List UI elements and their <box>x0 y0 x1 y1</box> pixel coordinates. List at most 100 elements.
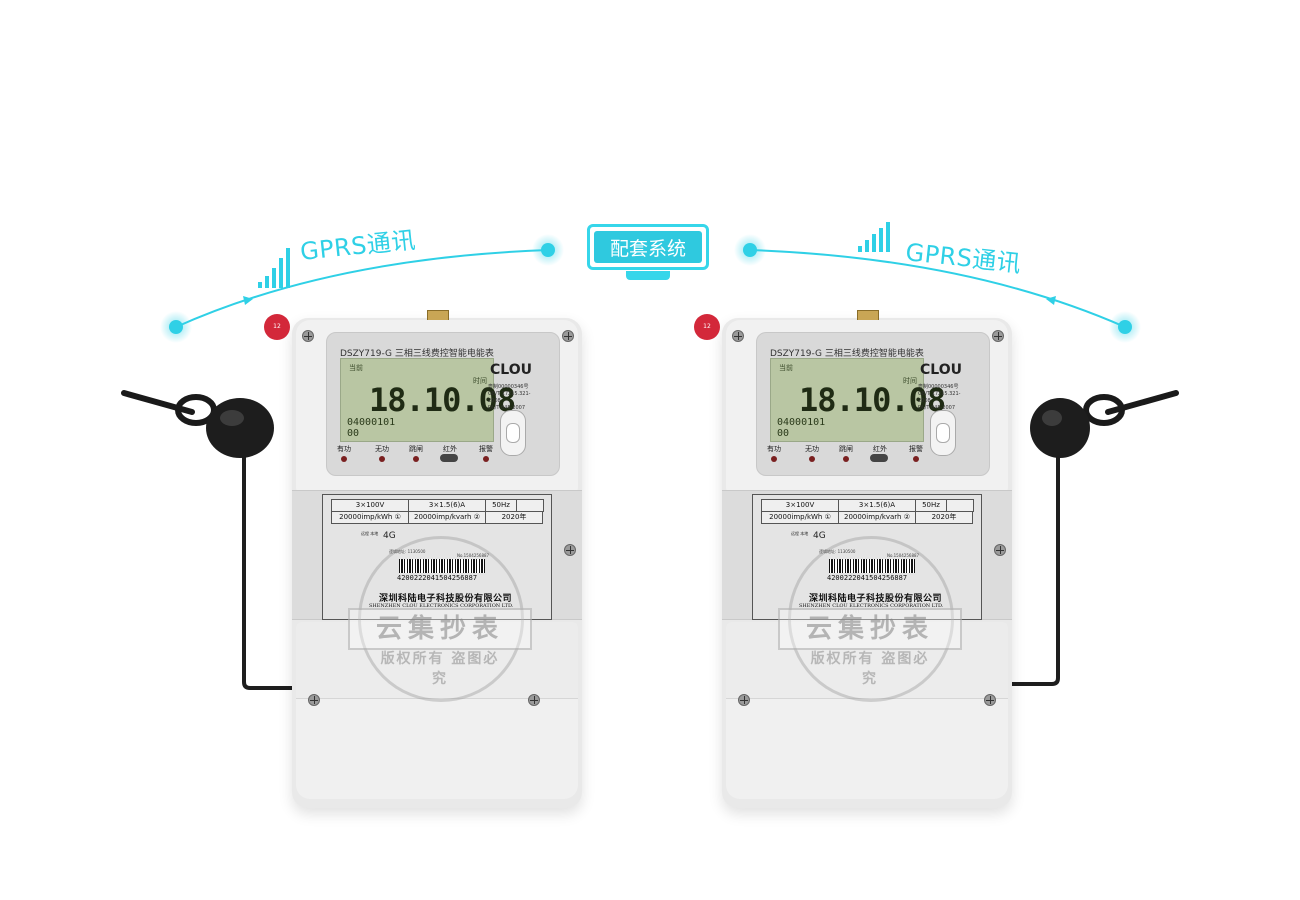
spec-cell: 50Hz <box>916 500 947 511</box>
spec-cell-blank <box>517 500 543 511</box>
watermark-subtext: 版权所有 盗图必究 <box>810 651 930 687</box>
left-antenna-base <box>206 398 274 458</box>
lcd-code: 04000101 <box>347 417 396 428</box>
screw-icon <box>984 694 996 706</box>
indicator-label: 跳闸 <box>839 445 853 453</box>
watermark-ring <box>788 536 954 702</box>
led-labels: 远程 本地 <box>791 531 809 536</box>
indicator-label: 报警 <box>479 445 493 453</box>
infrared-port-icon <box>870 454 888 462</box>
spec-cell: 20000imp/kvarh ② <box>409 512 486 523</box>
left-antenna-highlight <box>220 410 244 426</box>
lcd-value: 18.10.08 <box>799 381 946 419</box>
spec-row: 20000imp/kWh ① 20000imp/kvarh ② 2020年 <box>761 511 973 524</box>
indicator-label: 红外 <box>873 445 887 453</box>
spec-cell: 2020年 <box>931 513 957 521</box>
led-icon <box>413 456 419 462</box>
led-icon <box>771 456 777 462</box>
terminal-cover-bottom <box>726 698 1008 799</box>
led-icon <box>483 456 489 462</box>
spec-cell: 3×100V <box>332 500 409 511</box>
screw-icon <box>528 694 540 706</box>
lcd-label-time: 时间 <box>473 377 487 385</box>
indicator-label: 跳闸 <box>409 445 423 453</box>
led-icon <box>843 456 849 462</box>
right-link-node-start <box>743 243 757 257</box>
right-antenna-highlight <box>1042 410 1062 426</box>
left-antenna-cable <box>242 440 300 690</box>
brand-logo: CLOU <box>490 362 532 378</box>
electricity-meter-right: 12 DSZY719-G 三相三线费控智能电能表 当前 时间 18.10.08 … <box>694 310 1012 808</box>
indicator-label: 无功 <box>375 445 389 453</box>
left-link-arc <box>175 249 549 328</box>
spec-cell: 20000imp/kvarh ② <box>839 512 916 523</box>
led-labels: 远程 本地 <box>361 531 379 536</box>
screw-icon <box>738 694 750 706</box>
monitor-stand-icon <box>626 271 670 280</box>
cert-line: GB/T 17215.321-2008 <box>488 391 531 404</box>
infrared-port-icon <box>440 454 458 462</box>
right-antenna-base <box>1030 398 1090 458</box>
screw-icon <box>308 694 320 706</box>
right-link-arc <box>749 249 1126 328</box>
right-antenna-spring <box>1083 394 1125 426</box>
lcd-code: 00 <box>347 428 360 439</box>
watermark-ring <box>358 536 524 702</box>
indicator-label: 有功 <box>767 445 781 453</box>
lcd-code: 04000101 <box>777 417 826 428</box>
certification-text: 粤制00000346号 GB/T 17215.321-2008 DL/T 645… <box>918 384 968 412</box>
led-icon <box>913 456 919 462</box>
right-signal-icon <box>858 222 890 252</box>
indicator-label: 报警 <box>909 445 923 453</box>
screw-icon <box>564 544 576 556</box>
spec-cell: 3×1.5(6)A <box>839 500 916 511</box>
network-label: 4G <box>813 531 826 541</box>
right-link-arrow <box>1046 296 1056 305</box>
watermark-subtext: 版权所有 盗图必究 <box>380 651 500 687</box>
led-icon <box>341 456 347 462</box>
lcd-label-current: 当前 <box>779 364 793 372</box>
page-button[interactable] <box>500 410 526 456</box>
indicator-label: 无功 <box>805 445 819 453</box>
screw-icon <box>562 330 574 342</box>
spec-cell: 3×100V <box>762 500 839 511</box>
led-icon <box>379 456 385 462</box>
lcd-code: 00 <box>777 428 790 439</box>
indicator-label: 有功 <box>337 445 351 453</box>
lcd-label-current: 当前 <box>349 364 363 372</box>
system-label: 配套系统 <box>594 231 702 263</box>
lcd-screen: 当前 时间 18.10.08 04000101 00 <box>340 358 516 442</box>
left-link-node-start <box>169 320 183 334</box>
seal-icon: 12 <box>694 314 720 340</box>
cert-line: GB/T 17215.321-2008 <box>918 391 961 404</box>
right-link-node-end <box>1118 320 1132 334</box>
seal-icon: 12 <box>264 314 290 340</box>
screw-icon <box>992 330 1004 342</box>
spec-cell: 3×1.5(6)A <box>409 500 486 511</box>
terminal-cover-bottom <box>296 698 578 799</box>
certification-text: 粤制00000346号 GB/T 17215.321-2008 DL/T 645… <box>488 384 538 412</box>
spec-cell: 2020年 <box>501 513 527 521</box>
watermark-text: 云集抄表 <box>778 608 962 650</box>
spec-cell: 20000imp/kWh ① <box>762 512 839 523</box>
watermark-text: 云集抄表 <box>348 608 532 650</box>
spec-cell: 50Hz <box>486 500 517 511</box>
indicator-label: 红外 <box>443 445 457 453</box>
electricity-meter-left: 12 DSZY719-G 三相三线费控智能电能表 当前 时间 18.10.08 … <box>264 310 582 808</box>
meter-model: DSZY719-G 三相三线费控智能电能表 <box>770 349 924 359</box>
left-link-arrow <box>243 296 253 305</box>
led-icon <box>809 456 815 462</box>
right-antenna-cable <box>1012 440 1060 686</box>
lcd-screen: 当前 时间 18.10.08 04000101 00 <box>770 358 946 442</box>
lcd-value: 18.10.08 <box>369 381 516 419</box>
spec-row: 20000imp/kWh ① 20000imp/kvarh ② 2020年 <box>331 511 543 524</box>
cert-line: DL/T 645-2007 <box>488 405 526 411</box>
network-label: 4G <box>383 531 396 541</box>
cert-line: DL/T 645-2007 <box>918 405 956 411</box>
screw-icon <box>732 330 744 342</box>
spec-cell-blank <box>947 500 973 511</box>
cert-line: 粤制00000346号 <box>488 384 529 390</box>
page-button[interactable] <box>930 410 956 456</box>
